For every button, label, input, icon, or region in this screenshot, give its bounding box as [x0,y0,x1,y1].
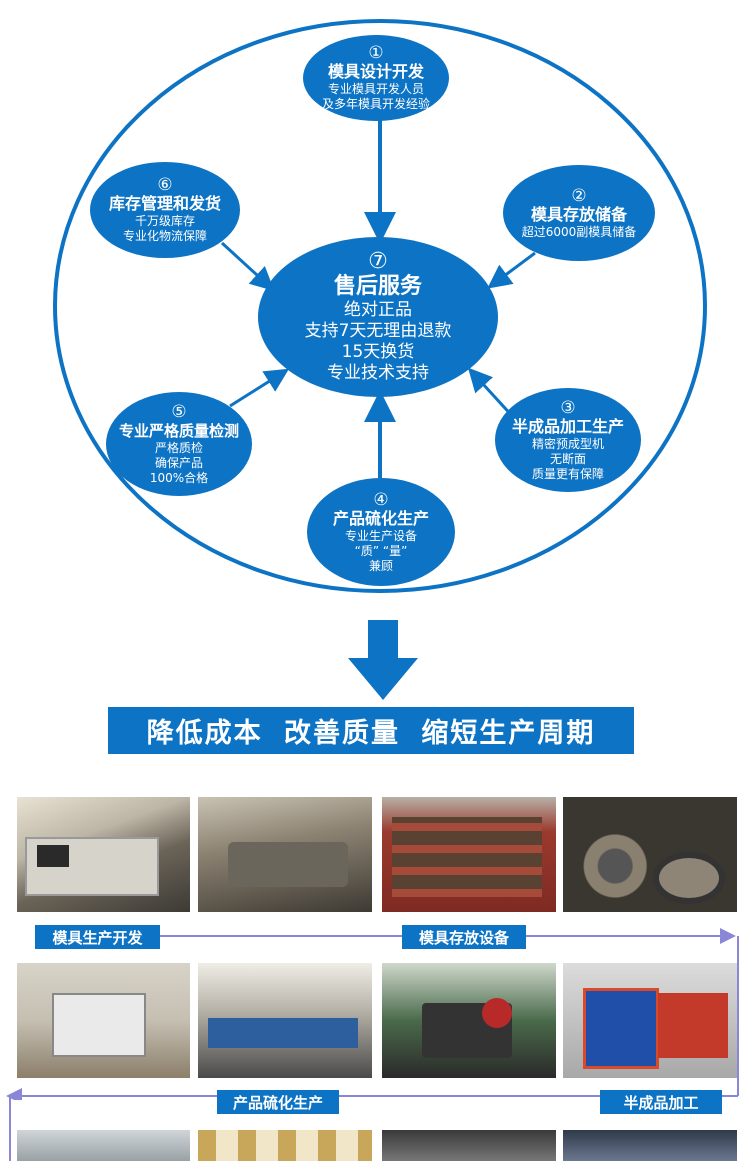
node-num: ⑥ [157,175,173,195]
photo-machine-shape [658,993,728,1058]
node-line: 及多年模具开发经验 [321,97,430,111]
photo-screen-shape [37,845,69,867]
node-num: ② [571,185,587,206]
node-line: 超过6000副模具储备 [521,224,637,239]
node-2-mold-storage: ② 模具存放储备 超过6000副模具储备 [503,165,655,261]
photo-machine-shape [52,993,146,1057]
node-1-mold-design: ① 模具设计开发 专业模具开发人员 及多年模具开发经验 [303,35,449,121]
center-line: 绝对正品 [344,300,412,320]
arrow-6 [220,241,275,292]
photo-shelves [563,1130,737,1161]
arrow-5 [229,368,290,408]
node-line: 专业生产设备 [344,528,417,543]
node-title: 模具存放储备 [530,204,627,224]
photo-table-shape [208,1018,358,1048]
outer-circle [53,19,707,593]
node-num: ④ [373,489,389,510]
photo-inspection [17,1130,190,1161]
photo-wheel-shape [482,998,512,1028]
center-node: ⑦ 售后服务 绝对正品 支持7天无理由退款 15天换货 专业技术支持 [258,237,498,397]
node-line: 专业化物流保障 [122,229,207,243]
node-title: 产品硫化生产 [332,508,429,528]
photo-cnc-lathe [17,797,190,912]
photo-molds-floor [563,797,737,912]
flow-label-semi-finished: 半成品加工 [600,1090,722,1114]
photo-machine-shape [228,842,348,887]
node-line: 专业模具开发人员 [327,82,424,96]
flow-label-vulcanization: 产品硫化生产 [217,1090,339,1114]
photo-preformer [563,963,737,1078]
photo-curtains [198,1130,372,1161]
center-line: 专业技术支持 [327,363,429,383]
node-3-semi-finished: ③ 半成品加工生产 精密预成型机 无断面 质量更有保障 [495,388,641,492]
node-title: 半成品加工生产 [511,416,624,436]
photo-workshop [198,963,372,1078]
node-num: ⑤ [171,401,187,422]
node-num: ③ [560,397,576,418]
arrow-2 [487,251,536,289]
diagram-lines [53,19,707,700]
node-line: 质量更有保障 [531,466,604,481]
node-line: 确保产品 [154,455,203,470]
node-line: 严格质检 [154,440,203,455]
node-line: 100%合格 [149,470,209,485]
node-title: 模具设计开发 [327,62,424,81]
node-line: 兼顾 [368,558,393,573]
photo-mold-shape [653,852,725,904]
node-num: ① [368,43,384,63]
center-title: 售后服务 [333,274,422,299]
photo-lathe [198,797,372,912]
center-num: ⑦ [368,249,388,274]
node-6-inventory: ⑥ 库存管理和发货 千万级库存 专业化物流保障 [90,162,240,258]
node-4-vulcanization: ④ 产品硫化生产 专业生产设备 “质” “量” 兼顾 [307,478,455,586]
photo-rack-shape [392,817,542,897]
photo-mold-rack [382,797,556,912]
node-5-quality-check: ⑤ 专业严格质量检测 严格质检 确保产品 100%合格 [106,392,252,496]
banner: 降低成本 改善质量 缩短生产周期 [108,707,634,754]
node-line: “质” “量” [354,543,408,558]
photo-vulcanizer [17,963,190,1078]
node-line: 精密预成型机 [531,436,604,451]
node-title: 专业严格质量检测 [118,421,239,440]
node-title: 库存管理和发货 [108,194,221,213]
photo-warehouse [382,1130,556,1161]
node-line: 无断面 [549,451,586,466]
down-arrow-icon [348,620,418,700]
center-line: 15天换货 [341,342,415,362]
photo-machine-shape [583,988,659,1069]
photo-mixer [382,963,556,1078]
flow-label-mold-storage: 模具存放设备 [402,925,526,949]
center-line: 支持7天无理由退款 [304,321,452,341]
flow-line-2 [9,1096,11,1161]
flow-label-mold-dev: 模具生产开发 [35,925,160,949]
node-line: 千万级库存 [134,214,195,228]
